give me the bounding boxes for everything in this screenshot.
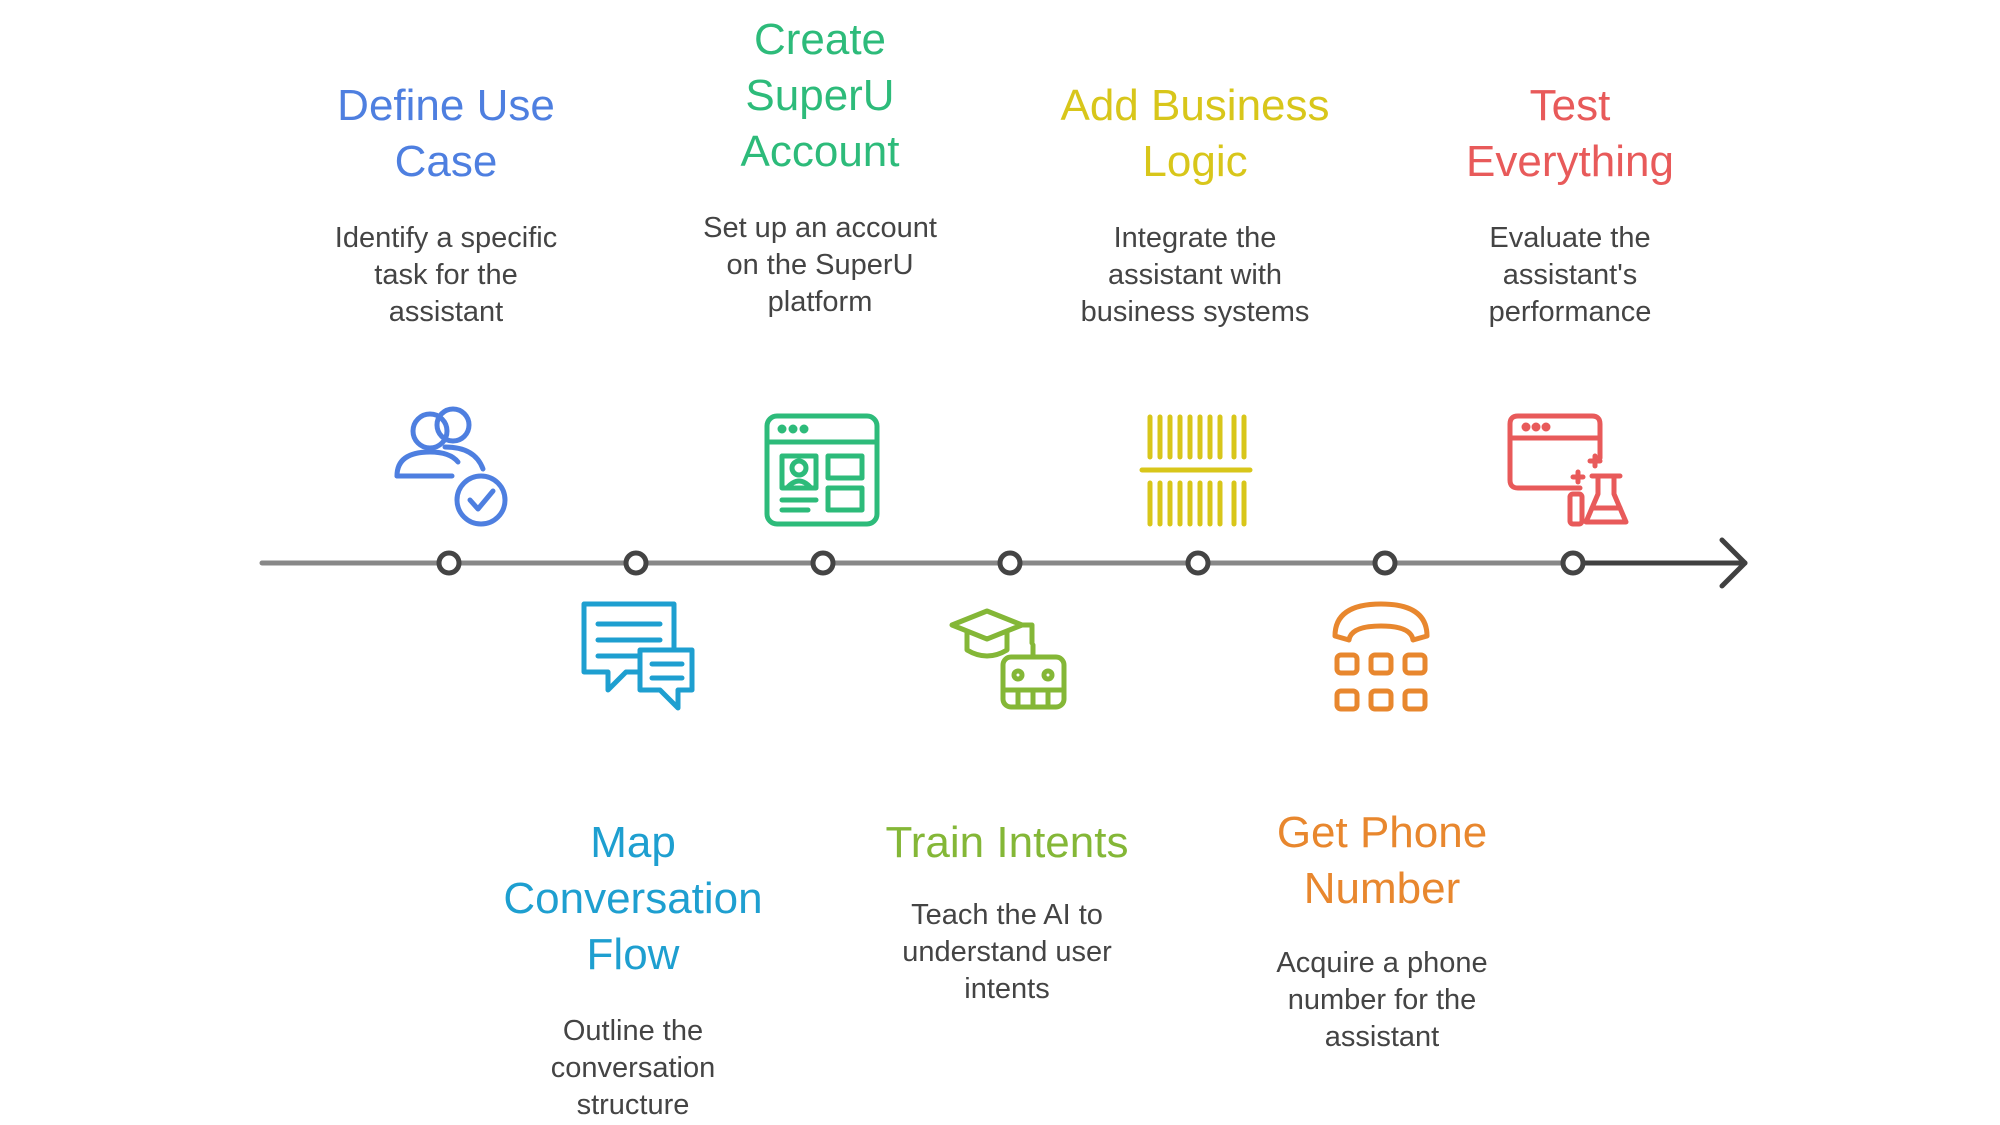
step-description-line: assistant with: [1107, 259, 1283, 291]
step-description-line: understand user: [902, 936, 1112, 968]
step-description-line: Set up an account: [703, 212, 937, 244]
step-description-line: conversation: [550, 1052, 716, 1084]
step-title-line: Map: [590, 818, 676, 867]
step-description: Outline the conversation structure: [503, 1013, 762, 1124]
step-description: Integrate the assistant with business syst…: [1060, 220, 1329, 331]
step-description-line: Outline the: [562, 1015, 704, 1047]
step-title-line: Case: [394, 137, 498, 186]
keypad-key: [1368, 652, 1394, 676]
step-description-line: on the SuperU: [726, 249, 914, 281]
timeline-node: [1185, 550, 1211, 576]
timeline-arrowhead: [1719, 537, 1748, 589]
step-title-line: Everything: [1466, 137, 1674, 186]
graduation-robot-icon: [949, 608, 1067, 710]
step-title-line: Add Business: [1060, 81, 1330, 130]
step-description: Acquire a phone number for the assistant: [1276, 945, 1487, 1056]
step-title-line: Conversation: [503, 874, 763, 923]
step-description-line: Integrate the: [1113, 222, 1277, 254]
step-description: Set up an account on the SuperU platform: [703, 210, 937, 321]
telephone-keypad-icon: [1332, 601, 1430, 712]
step-title-line: Flow: [586, 930, 680, 979]
step-description-line: Teach the AI to: [911, 899, 1103, 931]
step-title-line: Account: [740, 127, 900, 176]
step-description: Evaluate the assistant's performance: [1466, 220, 1674, 331]
step-description-line: performance: [1488, 296, 1652, 328]
step-title: Train Intents: [886, 815, 1129, 871]
step-description-line: Evaluate the: [1489, 222, 1651, 254]
step-description-line: platform: [767, 286, 873, 318]
timeline-node: [1372, 550, 1398, 576]
step-title-line: Define Use: [337, 81, 555, 130]
step-description-line: assistant: [388, 296, 504, 328]
step-description-line: assistant: [1324, 1021, 1440, 1053]
chat-bubbles-icon: [581, 601, 695, 711]
timeline-node: [810, 550, 836, 576]
step-description: Identify a specific task for the assistant: [335, 220, 557, 331]
keypad-key: [1402, 652, 1428, 676]
step-title-line: Number: [1303, 864, 1461, 913]
step-description-line: Identify a specific: [334, 222, 558, 254]
step-title-line: Test: [1529, 81, 1611, 130]
step-description-line: Acquire a phone: [1276, 947, 1488, 979]
browser-profile-icon: [764, 413, 880, 527]
step-description: Teach the AI to understand user intents: [886, 897, 1129, 1008]
step-title-line: Get Phone: [1276, 808, 1488, 857]
users-check-icon: [394, 406, 508, 527]
timeline-node: [1560, 550, 1586, 576]
step-title-line: Create: [753, 15, 887, 64]
step-description-line: structure: [576, 1089, 690, 1121]
step-description-line: intents: [964, 973, 1050, 1005]
step-description-line: number for the: [1287, 984, 1477, 1016]
step-title-line: Logic: [1142, 137, 1248, 186]
timeline-node: [623, 550, 649, 576]
timeline-node: [997, 550, 1023, 576]
keypad-key: [1368, 688, 1394, 712]
keypad-key: [1334, 652, 1360, 676]
step-description-line: task for the: [374, 259, 518, 291]
keypad-key: [1334, 688, 1360, 712]
keypad-key: [1402, 688, 1428, 712]
step-description-line: assistant's: [1502, 259, 1638, 291]
browser-flask-icon: [1507, 413, 1629, 527]
timeline-node: [436, 550, 462, 576]
barcode-icon: [1139, 414, 1253, 527]
step-title-line: SuperU: [745, 71, 895, 120]
step-description-line: business systems: [1080, 296, 1310, 328]
step-title-line: Train Intents: [885, 818, 1129, 867]
